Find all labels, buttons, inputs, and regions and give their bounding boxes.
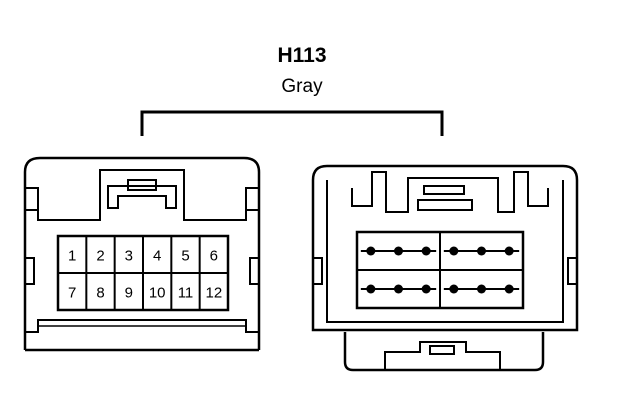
pin-number-label: 8 bbox=[96, 285, 104, 302]
male-pin bbox=[421, 284, 431, 294]
male-pin bbox=[477, 284, 486, 294]
female-connector bbox=[23, 156, 261, 352]
male-pin bbox=[504, 246, 514, 256]
male-pin bbox=[394, 246, 403, 256]
view-bracket bbox=[140, 110, 444, 136]
pin-number-label: 7 bbox=[68, 285, 76, 302]
pin-number-label: 2 bbox=[96, 248, 104, 265]
pin-number-label: 10 bbox=[149, 285, 166, 302]
pin-number-label: 12 bbox=[205, 285, 222, 302]
male-pin bbox=[504, 284, 514, 294]
male-pin bbox=[394, 284, 403, 294]
pin-number-label: 6 bbox=[210, 248, 218, 265]
pin-number-label: 1 bbox=[68, 248, 76, 265]
male-pin-terminals bbox=[357, 232, 523, 308]
male-connector bbox=[311, 164, 579, 372]
male-housing bbox=[311, 164, 579, 332]
female-latch bbox=[37, 169, 247, 221]
pin-number-label: 4 bbox=[153, 248, 161, 265]
connector-id-label: H113 bbox=[277, 44, 327, 67]
male-lock-tab bbox=[343, 332, 545, 372]
pin-number-label: 3 bbox=[125, 248, 133, 265]
male-pin bbox=[421, 246, 431, 256]
male-pin bbox=[366, 284, 376, 294]
female-housing bbox=[23, 156, 261, 350]
male-pin bbox=[366, 246, 376, 256]
male-pin bbox=[449, 284, 459, 294]
male-pin bbox=[477, 246, 486, 256]
male-pin bbox=[449, 246, 459, 256]
pin-number-label: 5 bbox=[181, 248, 189, 265]
pin-number-label: 9 bbox=[125, 285, 133, 302]
connector-color-label: Gray bbox=[281, 76, 323, 97]
pin-number-label: 11 bbox=[178, 285, 194, 302]
